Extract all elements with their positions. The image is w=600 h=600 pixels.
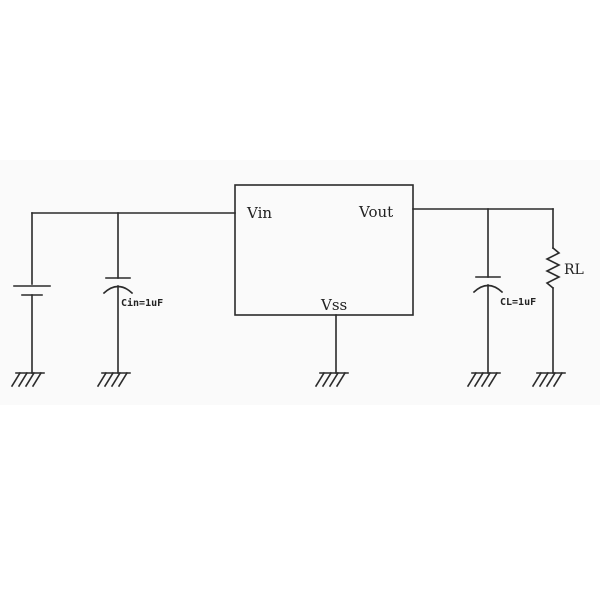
cin-label: Cin=1uF [121,297,163,309]
rl-resistor-zigzag [545,246,561,290]
pin-label-vin: Vin [246,204,272,222]
pin-label-vout: Vout [358,203,393,221]
ground-symbol-battery [10,371,45,388]
ground-symbol-vss [314,371,349,388]
ground-symbol-cl [466,371,501,388]
ground-symbol-rl [531,371,566,388]
regulator-ic-box [234,184,414,316]
diagram-background [0,160,600,405]
pin-label-vss: Vss [320,296,347,314]
rl-label: RL [564,262,584,278]
cl-label: CL=1uF [500,297,536,308]
ground-symbol-cin [96,371,131,388]
